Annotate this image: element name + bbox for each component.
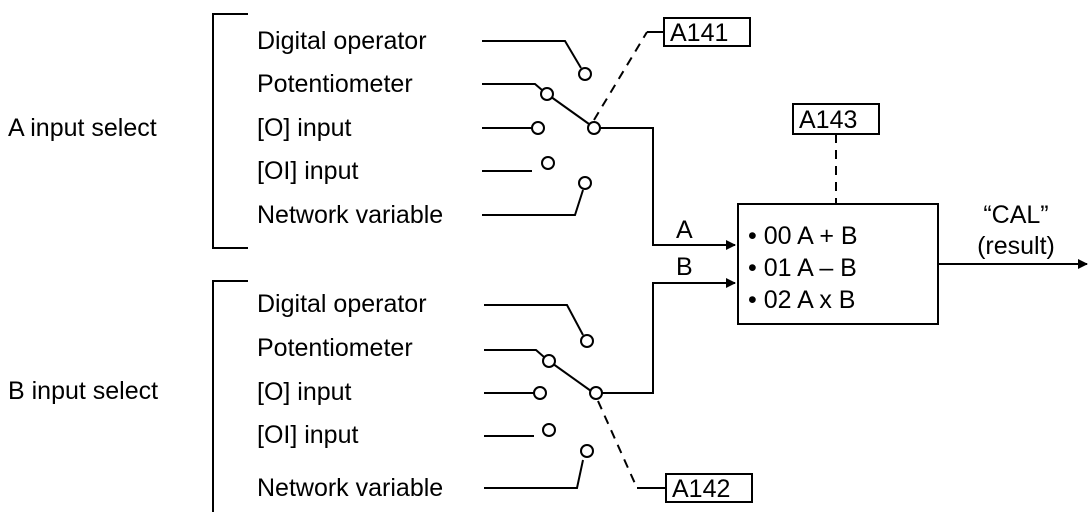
group-b-input-o: [O] input: [257, 378, 352, 406]
group-b-terminal-digital-operator: [580, 334, 594, 348]
group-a-terminal-potentiometer: [540, 87, 554, 101]
group-a-lead-network-variable: [482, 189, 584, 216]
group-a-terminal-oi: [541, 156, 555, 170]
group-b-param-pointer: [597, 400, 638, 489]
group-b-input-network-variable: Network variable: [257, 474, 443, 502]
group-b-bracket: [212, 280, 248, 512]
group-a-input-network-variable: Network variable: [257, 201, 443, 229]
group-a-label: A input select: [8, 114, 157, 142]
group-a-output-line: [600, 127, 736, 250]
group-a-bracket: [212, 13, 248, 249]
group-a-input-oi: [OI] input: [257, 157, 358, 185]
group-b-terminal-o: [533, 386, 547, 400]
group-b-param-box: [665, 473, 753, 503]
group-a-input-o: [O] input: [257, 114, 352, 142]
group-a-terminal-digital-operator: [578, 67, 592, 81]
group-b-output-line: [602, 278, 736, 394]
group-b-terminal-network-variable: [580, 444, 594, 458]
group-b-switch-blade: [548, 360, 592, 392]
calc-param-box: [792, 103, 880, 135]
group-a-param-pointer: [593, 31, 648, 121]
calc-param: A143: [799, 106, 857, 134]
group-a-input-digital-operator: Digital operator: [257, 27, 427, 55]
group-b: B input select Digital operator Potentio…: [8, 253, 753, 512]
group-b-line-label: B: [676, 253, 693, 281]
output-label-line2: (result): [977, 232, 1055, 260]
group-a-terminal-network-variable: [578, 176, 592, 190]
group-b-param: A142: [672, 475, 730, 503]
calc-block: A143 • 00 A + B • 01 A – B • 02 A x B: [737, 103, 939, 325]
group-b-lead-network-variable: [484, 459, 584, 489]
group-a-terminal-o: [531, 121, 545, 135]
calc-operation-subtract: • 01 A – B: [748, 254, 857, 282]
output: “CAL” (result): [938, 201, 1088, 269]
output-label-line1: “CAL”: [983, 201, 1048, 229]
group-b-input-oi: [OI] input: [257, 421, 358, 449]
group-a-lead-digital-operator: [482, 40, 582, 69]
group-b-input-potentiometer: Potentiometer: [257, 334, 413, 362]
group-a-lead-potentiometer: [482, 83, 543, 91]
group-a-switch-blade: [546, 93, 590, 125]
group-b-label: B input select: [8, 377, 158, 405]
calc-operation-add: • 00 A + B: [748, 222, 858, 250]
group-a-input-potentiometer: Potentiometer: [257, 70, 413, 98]
group-b-lead-potentiometer: [484, 349, 545, 358]
group-a-param-box: [663, 17, 751, 47]
group-a-common-terminal: [587, 121, 601, 135]
group-b-terminal-oi: [542, 423, 556, 437]
group-a-line-label: A: [676, 216, 693, 244]
group-b-terminal-potentiometer: [542, 354, 556, 368]
group-b-common-terminal: [589, 386, 603, 400]
group-b-input-digital-operator: Digital operator: [257, 290, 427, 318]
group-a-param: A141: [670, 19, 728, 47]
group-b-lead-digital-operator: [484, 304, 584, 336]
group-a: A input select Digital operator Potentio…: [8, 13, 751, 250]
calc-operation-multiply: • 02 A x B: [748, 286, 855, 314]
